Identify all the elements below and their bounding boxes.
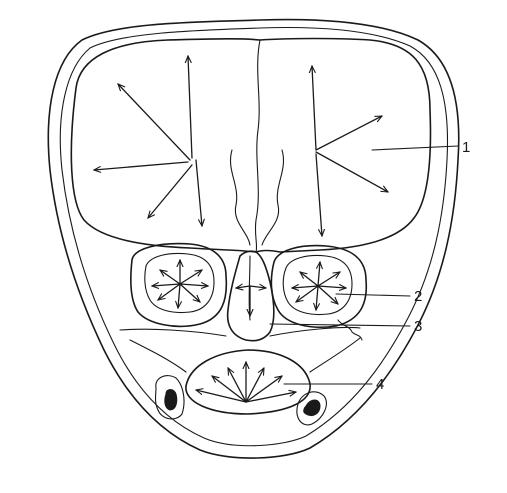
skull-outline: [48, 20, 458, 459]
pressure-arrows-oral: [196, 362, 296, 402]
right-mandible-section: [297, 392, 326, 425]
label-1: 1: [462, 139, 470, 156]
left-mandible-section: [156, 376, 185, 419]
pressure-arrows-nasal: [236, 286, 266, 316]
leader-line-1: [372, 146, 458, 150]
pressure-arrows-right-orbit: [292, 262, 346, 310]
pressure-arrows-cranial: [94, 56, 388, 236]
left-orbit: [131, 244, 226, 327]
pressure-arrows-left-orbit: [152, 260, 208, 308]
nasal-cavity: [228, 251, 274, 341]
right-orbit: [271, 246, 366, 328]
cranial-cavity: [71, 39, 430, 253]
leader-line-2: [336, 294, 410, 296]
label-4: 4: [376, 376, 384, 393]
oral-cavity: [186, 350, 310, 414]
label-3: 3: [414, 318, 422, 335]
label-2: 2: [414, 288, 422, 305]
